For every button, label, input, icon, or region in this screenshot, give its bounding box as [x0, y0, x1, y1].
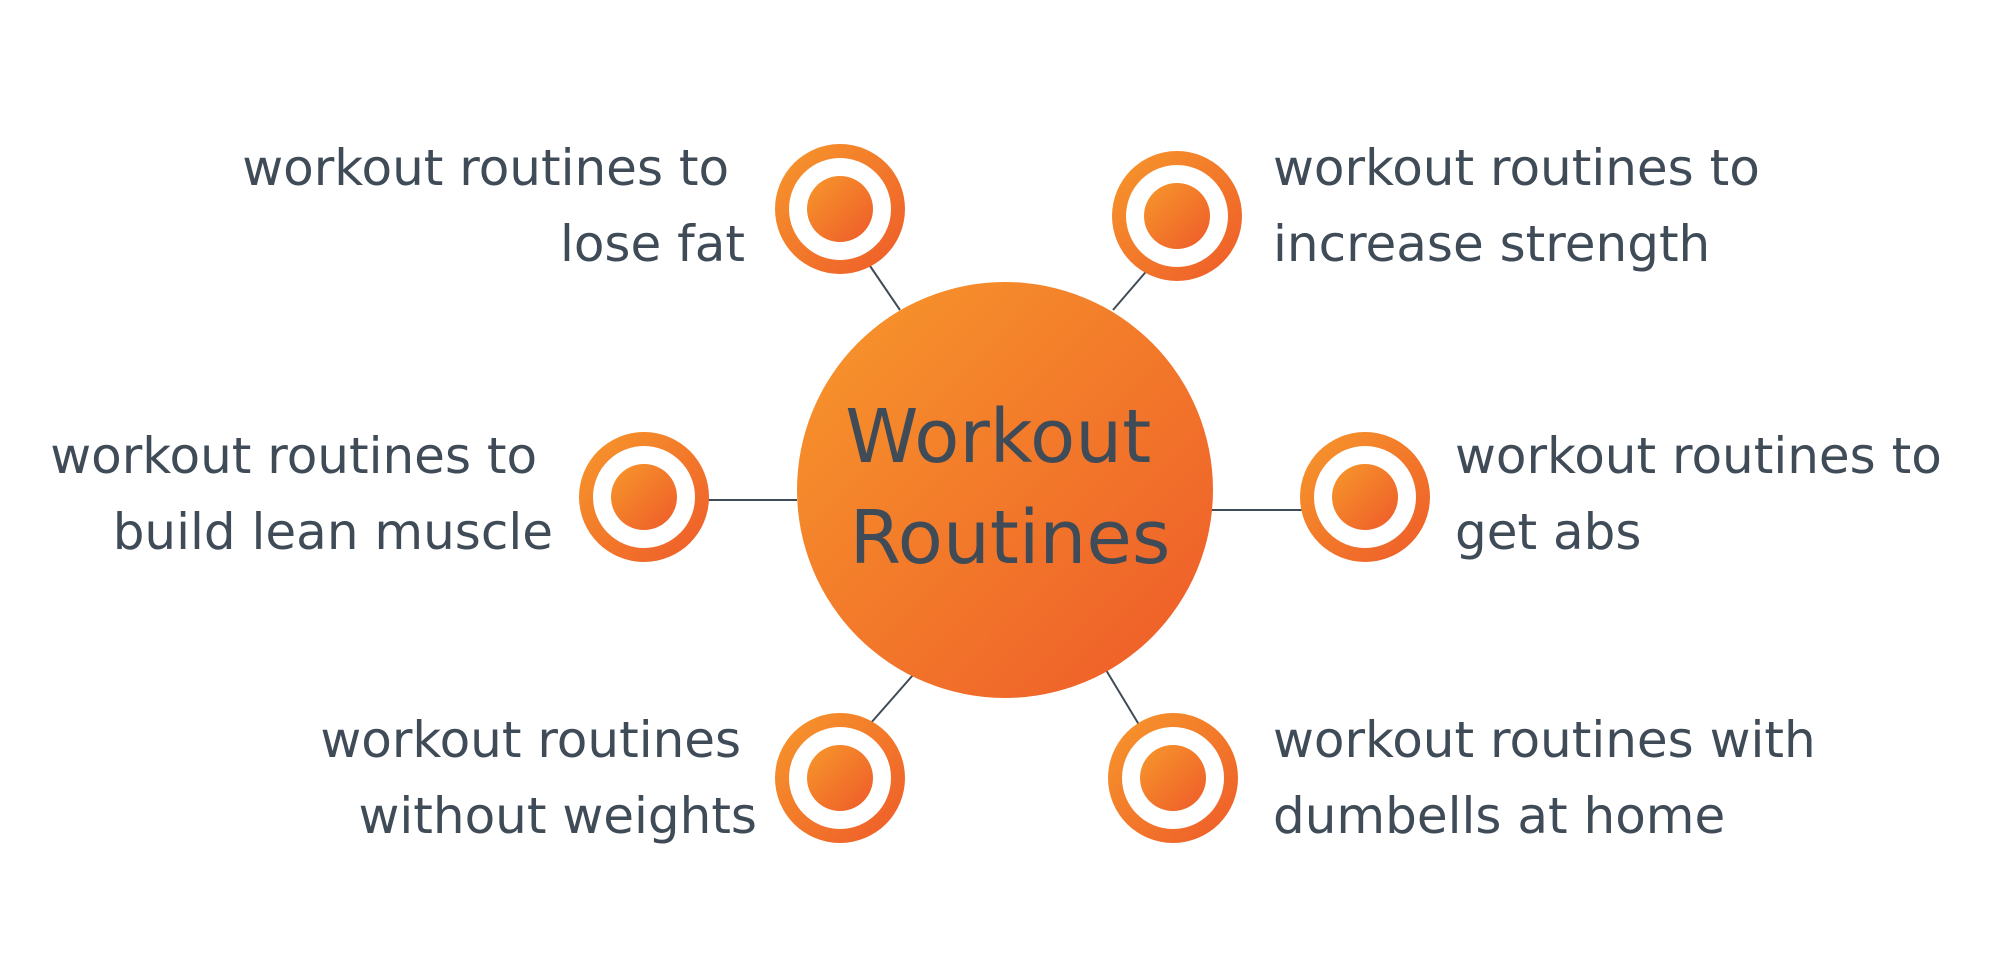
- node-label-increase-strength: workout routines to increase strength: [1273, 139, 1776, 273]
- target-icon: [775, 713, 905, 843]
- connector-lines: [708, 262, 1302, 729]
- center-circle: [797, 282, 1213, 698]
- node-label-line: workout routines to: [1455, 427, 1942, 485]
- node-label-line: workout routines to: [50, 427, 537, 485]
- center-title-line-1: Workout: [845, 394, 1151, 480]
- node-dumbells-at-home: workout routines with dumbells at home: [1108, 711, 1832, 845]
- node-label-without-weights: workout routines without weights: [320, 711, 757, 845]
- node-increase-strength: workout routines to increase strength: [1112, 139, 1776, 281]
- node-label-line: increase strength: [1273, 215, 1710, 273]
- node-label-line: without weights: [359, 787, 758, 845]
- node-lose-fat: workout routines to lose fat: [242, 139, 905, 274]
- node-label-line: workout routines to: [1273, 139, 1760, 197]
- node-get-abs: workout routines to get abs: [1300, 427, 1958, 562]
- node-label-line: dumbells at home: [1273, 787, 1725, 845]
- node-label-lose-fat: workout routines to lose fat: [242, 139, 745, 273]
- node-label-build-lean-muscle: workout routines to build lean muscle: [50, 427, 553, 561]
- node-label-line: get abs: [1455, 503, 1641, 561]
- connector-dumbells-at-home: [1105, 669, 1142, 729]
- node-without-weights: workout routines without weights: [320, 711, 905, 845]
- node-label-line: build lean muscle: [113, 503, 553, 561]
- center-title-line-2: Routines: [850, 495, 1171, 581]
- center-hub: Workout Routines: [797, 282, 1213, 698]
- node-label-dumbells-at-home: workout routines with dumbells at home: [1273, 711, 1832, 845]
- target-icon: [1300, 432, 1430, 562]
- connector-increase-strength: [1112, 266, 1151, 311]
- node-label-line: workout routines to: [242, 139, 729, 197]
- connector-without-weights: [869, 674, 914, 725]
- target-icon: [579, 432, 709, 562]
- target-icon: [775, 144, 905, 274]
- node-build-lean-muscle: workout routines to build lean muscle: [50, 427, 709, 562]
- center-title: Workout Routines: [845, 394, 1174, 581]
- node-label-line: workout routines: [320, 711, 741, 769]
- node-label-line: workout routines with: [1273, 711, 1816, 769]
- connector-lose-fat: [867, 262, 901, 311]
- target-icon: [1112, 151, 1242, 281]
- node-label-line: lose fat: [560, 215, 745, 273]
- target-icon: [1108, 713, 1238, 843]
- node-label-get-abs: workout routines to get abs: [1455, 427, 1958, 561]
